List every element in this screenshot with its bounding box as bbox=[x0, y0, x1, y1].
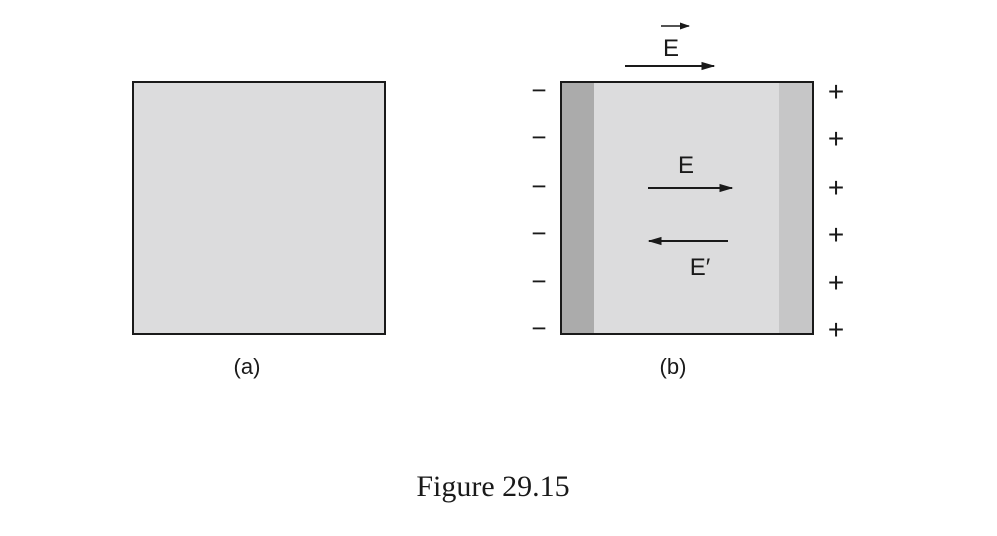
positive-charge: + bbox=[828, 314, 844, 345]
negative-charge: − bbox=[531, 122, 546, 152]
dielectric-slab-b bbox=[561, 82, 813, 334]
negative-charge: − bbox=[531, 313, 546, 343]
negative-surface-layer bbox=[562, 83, 594, 333]
induced-field-vector: E′ bbox=[647, 236, 728, 281]
positive-charge: + bbox=[828, 219, 844, 250]
external-field-label: E bbox=[663, 35, 679, 62]
left-charges: − − − − − − bbox=[531, 75, 546, 343]
positive-charge: + bbox=[828, 123, 844, 154]
figure-caption: Figure 29.15 bbox=[416, 470, 569, 503]
positive-surface-layer bbox=[779, 83, 812, 333]
positive-charge: + bbox=[828, 172, 844, 203]
slab-b-outline bbox=[560, 81, 814, 335]
panel-b-label: (b) bbox=[660, 354, 687, 379]
negative-charge: − bbox=[531, 171, 546, 201]
internal-field-vector: E bbox=[648, 152, 734, 193]
external-field-vector: E bbox=[625, 22, 716, 71]
panel-b: E E E′ − − − − − − + + + + + + bbox=[531, 22, 844, 379]
negative-charge: − bbox=[531, 75, 546, 105]
induced-field-label: E′ bbox=[690, 254, 711, 281]
right-charges: + + + + + + bbox=[828, 76, 844, 345]
positive-charge: + bbox=[828, 267, 844, 298]
dielectric-slab-a bbox=[132, 81, 386, 335]
negative-charge: − bbox=[531, 266, 546, 296]
negative-charge: − bbox=[531, 218, 546, 248]
panel-a-label: (a) bbox=[234, 354, 261, 379]
internal-field-label: E bbox=[678, 152, 694, 179]
panel-a: (a) bbox=[132, 81, 386, 379]
positive-charge: + bbox=[828, 76, 844, 107]
